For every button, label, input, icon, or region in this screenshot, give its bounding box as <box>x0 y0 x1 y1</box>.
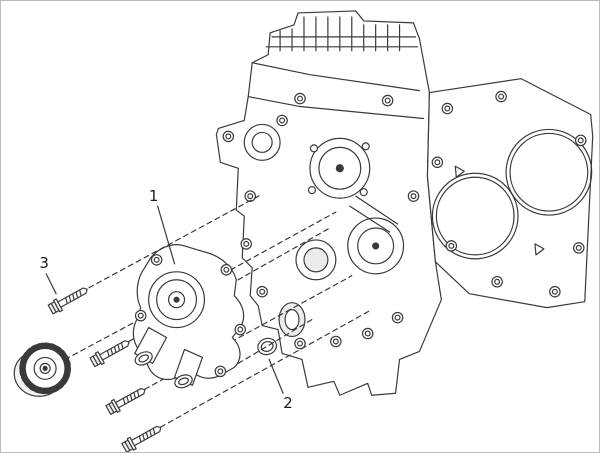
callout-2-label: 2 <box>283 394 293 412</box>
drive-gear-drawing <box>13 342 72 397</box>
callout-1-leader <box>157 205 176 265</box>
engine-block-outline <box>215 10 442 396</box>
pump-outlet-stub <box>173 348 204 389</box>
engine-block-drawing <box>215 10 594 396</box>
mounting-bolt-c <box>120 421 165 452</box>
callout-3-label: 3 <box>39 254 49 272</box>
guide-bolt-3 <box>88 193 263 289</box>
coolant-passage-1 <box>454 165 465 178</box>
mounting-bolt-a <box>88 335 133 369</box>
cylinder-bore-2 <box>505 128 593 216</box>
top-deck-edge-2 <box>247 95 425 120</box>
callout-3-leader <box>45 273 57 295</box>
gasket-face-outline <box>426 78 594 309</box>
callout-1-label: 1 <box>149 187 159 205</box>
top-deck-edge <box>251 62 421 92</box>
cylinder-bore-1 <box>431 172 519 260</box>
oil-pump-drawing <box>132 244 247 389</box>
coolant-passage-2 <box>534 243 545 256</box>
guide-o-ring <box>237 318 313 364</box>
callout-1: 1 <box>149 187 176 265</box>
callout-3: 3 <box>39 254 57 295</box>
crank-seal-boss <box>309 137 371 199</box>
cam-bore-boss <box>243 123 281 161</box>
gasket-face <box>426 78 594 309</box>
guide-bolt-c <box>160 309 373 428</box>
mounting-bolt-b <box>104 383 149 417</box>
idler-boss <box>347 217 405 275</box>
callout-2: 2 <box>268 358 293 412</box>
o-ring-drawing <box>257 337 278 356</box>
timing-face-details <box>222 92 420 350</box>
gear-teeth-ring <box>19 342 72 395</box>
stiffening-ribs <box>349 195 399 233</box>
pump-inlet-stub <box>134 326 168 366</box>
callout-2-leader <box>268 358 284 394</box>
pump-mount-bore <box>295 239 337 281</box>
cooling-fins <box>265 16 419 52</box>
